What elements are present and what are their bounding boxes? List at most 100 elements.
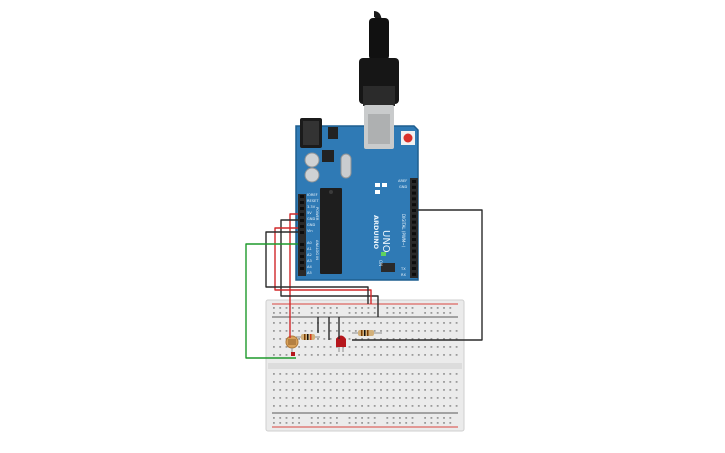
header-socket[interactable] bbox=[412, 220, 416, 224]
breadboard-hole[interactable] bbox=[405, 307, 408, 309]
breadboard-hole[interactable] bbox=[455, 354, 458, 356]
breadboard-hole[interactable] bbox=[348, 417, 351, 419]
breadboard-hole[interactable] bbox=[285, 346, 288, 348]
breadboard-hole[interactable] bbox=[449, 417, 452, 419]
breadboard-hole[interactable] bbox=[279, 312, 282, 314]
breadboard-hole[interactable] bbox=[436, 354, 439, 356]
breadboard-hole[interactable] bbox=[279, 346, 282, 348]
breadboard-hole[interactable] bbox=[443, 307, 445, 309]
breadboard-hole[interactable] bbox=[399, 307, 401, 309]
breadboard-hole[interactable] bbox=[273, 397, 275, 399]
breadboard-hole[interactable] bbox=[455, 338, 458, 340]
breadboard-hole[interactable] bbox=[354, 338, 357, 340]
breadboard-hole[interactable] bbox=[392, 307, 395, 309]
breadboard-hole[interactable] bbox=[304, 373, 307, 375]
breadboard-hole[interactable] bbox=[291, 389, 294, 391]
breadboard-hole[interactable] bbox=[405, 373, 408, 375]
breadboard-hole[interactable] bbox=[380, 405, 382, 407]
breadboard-hole[interactable] bbox=[386, 381, 389, 383]
breadboard-hole[interactable] bbox=[273, 373, 275, 375]
breadboard-hole[interactable] bbox=[285, 422, 288, 424]
breadboard-hole[interactable] bbox=[348, 346, 351, 348]
breadboard-hole[interactable] bbox=[323, 389, 326, 391]
breadboard-hole[interactable] bbox=[443, 381, 445, 383]
breadboard-hole[interactable] bbox=[436, 322, 439, 324]
breadboard-hole[interactable] bbox=[399, 330, 401, 332]
breadboard-hole[interactable] bbox=[392, 405, 395, 407]
breadboard-hole[interactable] bbox=[405, 322, 408, 324]
breadboard-hole[interactable] bbox=[417, 330, 420, 332]
breadboard-hole[interactable] bbox=[298, 330, 300, 332]
breadboard-hole[interactable] bbox=[279, 381, 282, 383]
breadboard-hole[interactable] bbox=[273, 417, 275, 419]
breadboard-hole[interactable] bbox=[304, 330, 307, 332]
breadboard-hole[interactable] bbox=[354, 417, 357, 419]
breadboard-hole[interactable] bbox=[279, 405, 282, 407]
breadboard-hole[interactable] bbox=[298, 338, 300, 340]
breadboard-hole[interactable] bbox=[367, 307, 370, 309]
breadboard-hole[interactable] bbox=[310, 405, 313, 407]
breadboard-hole[interactable] bbox=[424, 373, 426, 375]
breadboard-hole[interactable] bbox=[348, 405, 351, 407]
breadboard-hole[interactable] bbox=[354, 389, 357, 391]
breadboard-hole[interactable] bbox=[291, 397, 294, 399]
breadboard-hole[interactable] bbox=[417, 381, 420, 383]
reset-button[interactable] bbox=[403, 133, 413, 143]
breadboard-hole[interactable] bbox=[298, 354, 300, 356]
breadboard-hole[interactable] bbox=[449, 307, 452, 309]
header-socket[interactable] bbox=[412, 214, 416, 218]
breadboard-hole[interactable] bbox=[380, 346, 382, 348]
breadboard-hole[interactable] bbox=[317, 417, 319, 419]
breadboard-hole[interactable] bbox=[273, 405, 275, 407]
breadboard-hole[interactable] bbox=[361, 322, 363, 324]
breadboard-hole[interactable] bbox=[417, 373, 420, 375]
breadboard-hole[interactable] bbox=[298, 417, 300, 419]
breadboard-hole[interactable] bbox=[329, 330, 332, 332]
breadboard-hole[interactable] bbox=[298, 307, 300, 309]
breadboard-hole[interactable] bbox=[386, 330, 389, 332]
breadboard-hole[interactable] bbox=[336, 330, 338, 332]
breadboard-hole[interactable] bbox=[273, 330, 275, 332]
breadboard-hole[interactable] bbox=[424, 338, 426, 340]
wire-red-to-rail[interactable] bbox=[274, 227, 372, 304]
usb-cable[interactable] bbox=[359, 11, 399, 106]
breadboard-hole[interactable] bbox=[279, 307, 282, 309]
breadboard-hole[interactable] bbox=[323, 381, 326, 383]
breadboard-hole[interactable] bbox=[436, 405, 439, 407]
breadboard-hole[interactable] bbox=[449, 397, 452, 399]
breadboard-hole[interactable] bbox=[443, 373, 445, 375]
header-socket[interactable] bbox=[300, 219, 304, 222]
header-socket[interactable] bbox=[300, 261, 304, 264]
breadboard-hole[interactable] bbox=[298, 422, 300, 424]
breadboard-hole[interactable] bbox=[291, 373, 294, 375]
breadboard-hole[interactable] bbox=[417, 405, 420, 407]
header-socket[interactable] bbox=[412, 197, 416, 201]
breadboard-hole[interactable] bbox=[348, 312, 351, 314]
breadboard-hole[interactable] bbox=[386, 405, 389, 407]
wire-pin9-to-resistor[interactable] bbox=[352, 209, 483, 341]
breadboard-hole[interactable] bbox=[449, 405, 452, 407]
breadboard-hole[interactable] bbox=[443, 405, 445, 407]
breadboard-hole[interactable] bbox=[348, 422, 351, 424]
breadboard-hole[interactable] bbox=[273, 307, 275, 309]
breadboard-hole[interactable] bbox=[323, 330, 326, 332]
breadboard-hole[interactable] bbox=[273, 381, 275, 383]
breadboard-hole[interactable] bbox=[298, 397, 300, 399]
breadboard-hole[interactable] bbox=[405, 397, 408, 399]
header-socket[interactable] bbox=[300, 207, 304, 210]
breadboard-hole[interactable] bbox=[392, 338, 395, 340]
breadboard-hole[interactable] bbox=[405, 338, 408, 340]
breadboard-hole[interactable] bbox=[411, 381, 414, 383]
breadboard-hole[interactable] bbox=[405, 346, 408, 348]
breadboard-hole[interactable] bbox=[443, 417, 445, 419]
breadboard-hole[interactable] bbox=[449, 354, 452, 356]
breadboard-hole[interactable] bbox=[291, 312, 294, 314]
breadboard-hole[interactable] bbox=[342, 322, 345, 324]
breadboard-hole[interactable] bbox=[291, 405, 294, 407]
breadboard-hole[interactable] bbox=[373, 397, 376, 399]
breadboard-hole[interactable] bbox=[354, 381, 357, 383]
header-socket[interactable] bbox=[300, 213, 304, 216]
breadboard-hole[interactable] bbox=[273, 346, 275, 348]
breadboard-hole[interactable] bbox=[367, 322, 370, 324]
header-socket[interactable] bbox=[300, 195, 304, 198]
